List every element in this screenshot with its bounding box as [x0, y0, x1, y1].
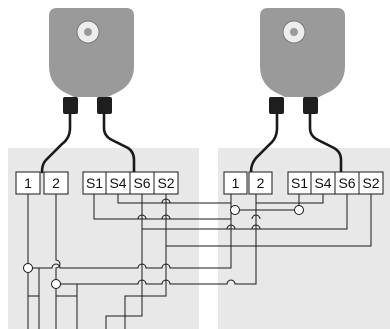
left-wire-s6 — [105, 194, 143, 329]
right-cable-2 — [308, 112, 343, 174]
right-terminal-label-s6: S6 — [338, 175, 355, 191]
left-actuator — [49, 8, 134, 114]
junction-node — [230, 205, 240, 215]
left-terminal-label-1: 1 — [24, 175, 32, 191]
left-terminal-strip: 1 2 S1 S4 S6 S2 — [15, 171, 179, 195]
left-actuator-plug-2 — [97, 97, 112, 114]
right-cable-1 — [249, 112, 279, 174]
left-terminal-label-s1: S1 — [86, 175, 103, 191]
wire-hop — [137, 214, 147, 220]
left-terminal-label-s4: S4 — [109, 175, 126, 191]
cross-wire-1 — [28, 194, 232, 269]
right-terminal-label-s1: S1 — [291, 175, 308, 191]
left-cable-1 — [40, 112, 72, 174]
right-terminal-1 — [223, 171, 248, 195]
junction-node — [51, 279, 61, 289]
right-terminal-label-s2: S2 — [362, 175, 379, 191]
actuator-knob-icon — [76, 20, 100, 44]
wire-hop — [251, 224, 261, 230]
wire-hop — [251, 214, 261, 220]
right-terminal-label-2: 2 — [257, 175, 265, 191]
actuator-knob-icon — [282, 20, 306, 44]
right-actuator — [260, 8, 345, 114]
right-actuator-plug-1 — [269, 97, 284, 114]
feed-stubs — [28, 268, 78, 297]
cross-wire-s2 — [166, 194, 372, 247]
right-terminal-label-1: 1 — [232, 175, 240, 191]
left-actuator-plug-1 — [63, 97, 78, 114]
junction-node — [23, 263, 33, 273]
right-terminal-label-s4: S4 — [314, 175, 331, 191]
left-wire-s4 — [117, 194, 231, 204]
left-cable-2 — [102, 112, 136, 174]
wire-hop — [161, 214, 171, 220]
wire-hop — [226, 224, 236, 230]
cross-wire-2 — [56, 194, 257, 285]
junction-node — [294, 205, 304, 215]
left-terminal-label-s6: S6 — [133, 175, 150, 191]
left-wire-2 — [55, 194, 61, 329]
left-wire-s1 — [93, 194, 231, 220]
cross-wire-s6 — [142, 194, 348, 230]
left-terminal-label-2: 2 — [52, 175, 60, 191]
right-bridge-s4 — [256, 194, 324, 204]
wire-hop — [161, 198, 171, 204]
right-terminal-2 — [248, 171, 273, 195]
right-actuator-plug-2 — [303, 97, 318, 114]
left-terminal-label-s2: S2 — [157, 175, 174, 191]
right-terminal-strip: 1 2 S1 S4 S6 S2 — [223, 171, 384, 195]
left-wire-s2 — [124, 194, 167, 329]
